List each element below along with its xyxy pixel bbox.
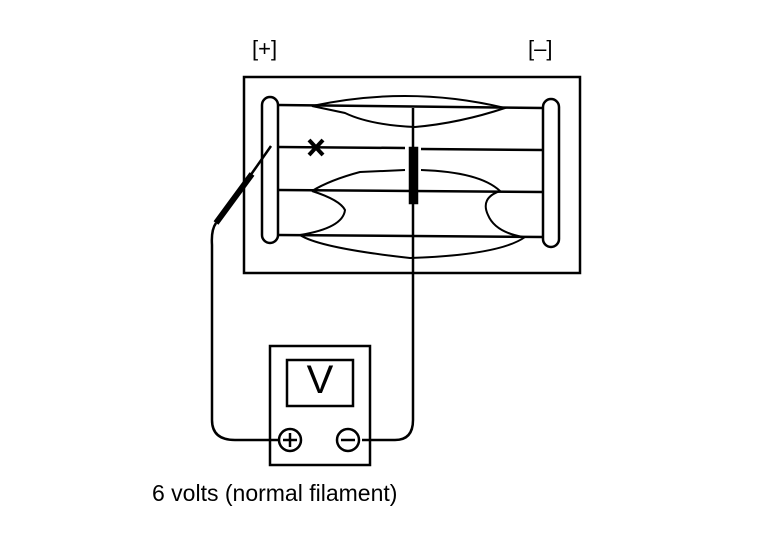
- voltmeter-label: V: [306, 358, 334, 402]
- center-probe: [362, 108, 419, 442]
- negative-bus-bar: [541, 97, 561, 249]
- heat-pattern: [297, 94, 526, 260]
- x-mark-icon: [307, 138, 325, 157]
- left-probe: [210, 145, 279, 442]
- voltmeter-body: [268, 344, 372, 467]
- caption: 6 volts (normal filament): [152, 480, 398, 506]
- positive-terminal-icon: [277, 427, 303, 453]
- negative-terminal-label: [–]: [528, 36, 553, 61]
- positive-terminal-label: [+]: [252, 36, 278, 61]
- voltmeter-display: [285, 358, 355, 408]
- negative-terminal-icon: [335, 427, 361, 453]
- positive-bus-bar: [260, 95, 280, 245]
